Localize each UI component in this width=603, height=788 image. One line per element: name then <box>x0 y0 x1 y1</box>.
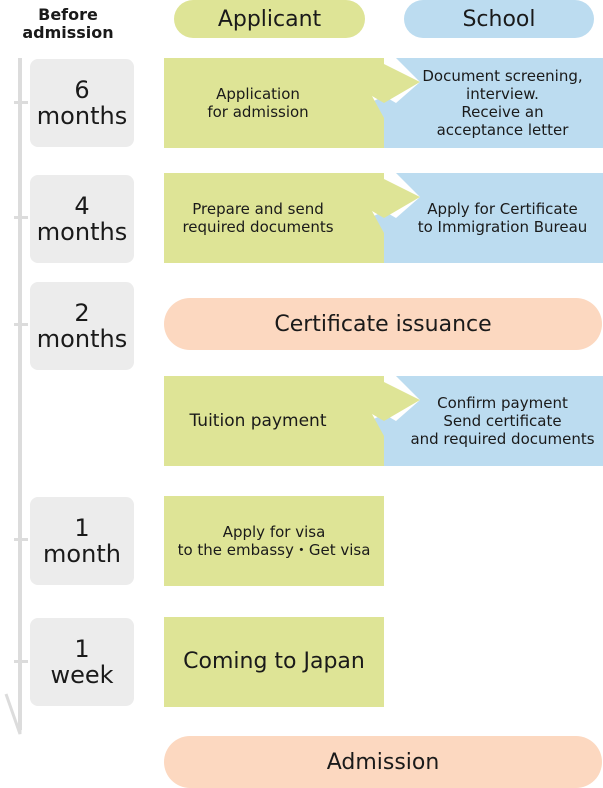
timeline-tick <box>14 101 28 104</box>
documents-exchange: Prepare and send required documents Appl… <box>164 173 603 263</box>
confirm-payment-text: Confirm payment Send certificate and req… <box>410 394 595 448</box>
time-4-months: 4 months <box>30 175 134 263</box>
coming-to-japan-box: Coming to Japan <box>164 617 384 707</box>
time-6-months: 6 months <box>30 59 134 147</box>
admission-milestone: Admission <box>164 736 602 788</box>
exchange-arrows-graphic <box>164 376 603 466</box>
apply-for-visa-box: Apply for visa to the embassy・Get visa <box>164 496 384 586</box>
application-for-admission-text: Application for admission <box>207 85 309 121</box>
time-1-month: 1 month <box>30 497 134 585</box>
applicant-column-header: Applicant <box>174 0 365 38</box>
timeline-tick <box>14 538 28 541</box>
tuition-exchange: Tuition payment Confirm payment Send cer… <box>164 376 603 466</box>
prepare-send-documents-text: Prepare and send required documents <box>182 200 334 236</box>
timeline-line <box>18 58 22 730</box>
timeline-tick <box>14 216 28 219</box>
apply-for-certificate-text: Apply for Certificate to Immigration Bur… <box>417 200 588 236</box>
timeline-arrow-tail <box>4 693 22 735</box>
exchange-arrows-graphic <box>164 173 603 263</box>
document-screening-text: Document screening, interview. Receive a… <box>422 67 583 139</box>
application-exchange: Application for admission Document scree… <box>164 58 603 148</box>
certificate-issuance-milestone: Certificate issuance <box>164 298 602 350</box>
timeline-tick <box>14 323 28 326</box>
tuition-payment-text: Tuition payment <box>189 411 327 431</box>
before-admission-label: Before admission <box>22 5 114 42</box>
school-column-header: School <box>404 0 594 38</box>
timeline-tick <box>14 660 28 663</box>
exchange-arrows-graphic <box>164 58 603 148</box>
time-1-week: 1 week <box>30 618 134 706</box>
time-2-months: 2 months <box>30 282 134 370</box>
